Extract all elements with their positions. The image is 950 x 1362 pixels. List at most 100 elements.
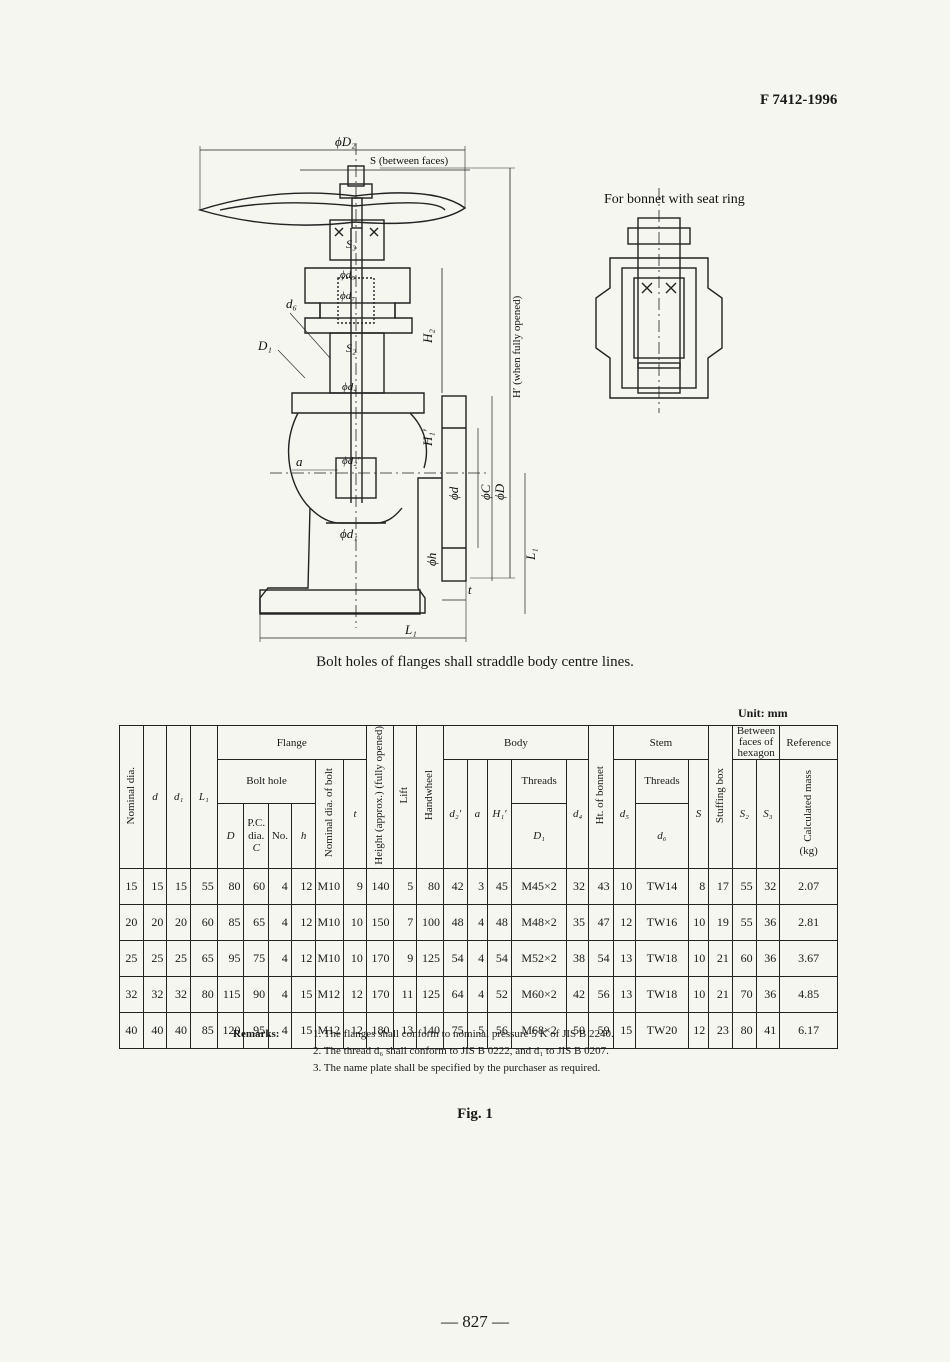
table-cell: 59 [587,1011,614,1049]
header-L1: L₁ [189,725,218,869]
table-cell: 13 [612,975,637,1013]
table-cell: 95 [243,1011,270,1049]
table-cell: 54 [487,939,512,977]
remark-item: 3. The name plate shall be specified by … [313,1062,601,1074]
table-cell: 42 [442,867,468,905]
table-cell: 55 [731,867,757,905]
table-cell: M45×2 [510,867,568,905]
table-cell: 32 [755,867,781,905]
table-cell: 17 [708,867,733,905]
header-ht-bonnet: Ht. of bonnet [587,725,614,869]
table-cell: 25 [142,939,168,977]
table-cell: 47 [587,903,614,941]
header-reference: Reference [779,725,838,760]
table-cell: 12 [343,1011,367,1049]
table-cell: 65 [243,903,270,941]
table-cell: 60 [243,867,270,905]
label-d6: d₆ [286,296,297,311]
document-code: F 7412-1996 [760,92,838,108]
table-cell: 48 [442,903,468,941]
header-H1p: H₁′ [487,759,512,869]
label-phid7: ϕd₇ [340,290,355,302]
table-cell: 10 [343,903,367,941]
table-cell: 80 [216,867,245,905]
table-cell: 70 [731,975,757,1013]
table-cell: 4 [268,1011,292,1049]
header-body-threads: Threads [510,759,568,804]
table-cell: 15 [290,1011,317,1049]
table-cell: 40 [166,1011,191,1049]
label-H2: H₂ [420,329,435,344]
table-cell: 100 [416,903,444,941]
table-cell: 19 [708,903,733,941]
table-cell: 4 [268,903,292,941]
table-cell: 13 [612,939,637,977]
table-cell: 4 [466,939,489,977]
table-cell: 12 [290,867,317,905]
header-height: Height (approx.) (fully opened) [365,725,394,869]
table-cell: 32 [119,975,144,1013]
table-cell: 20 [142,903,168,941]
label-s2: S₂ [346,341,356,355]
table-cell: 60 [731,939,757,977]
table-cell: 10 [687,939,710,977]
header-t: t [343,759,367,869]
label-phid2: ϕd₂′ [342,455,360,467]
table-cell: 125 [416,975,444,1013]
table-cell: 32 [142,975,168,1013]
label-a: a [296,454,303,469]
table-cell: 115 [216,975,245,1013]
table-cell: TW20 [635,1011,689,1049]
table-cell: 75 [442,1011,468,1049]
table-cell: 4 [268,867,292,905]
table-cell: 12 [612,903,637,941]
table-cell: M10 [315,939,345,977]
table-cell: 21 [708,939,733,977]
table-cell: 25 [119,939,144,977]
header-h: h [290,802,317,869]
table-cell: 85 [189,1011,218,1049]
header-D1: D₁ [510,802,568,869]
label-L1-vertical: L₁ [523,548,538,561]
page-number: — 827 — [441,1312,509,1331]
header-stem-threads: Threads [635,759,689,804]
table-cell: 23 [708,1011,733,1049]
table-cell: M60×2 [510,975,568,1013]
table-cell: 2.07 [779,867,838,905]
unit-label: Unit: mm [738,706,788,720]
table-cell: 50 [566,1011,589,1049]
table-cell: TW18 [635,939,689,977]
table-cell: 4 [268,975,292,1013]
table-cell: 6.17 [779,1011,838,1049]
header-no: No. [268,802,292,869]
table-cell: 2.81 [779,903,838,941]
table-cell: 56 [487,1011,512,1049]
table-cell: TW18 [635,975,689,1013]
table-cell: 45 [487,867,512,905]
table-cell: 95 [216,939,245,977]
header-d: d [142,725,168,869]
table-cell: 7 [392,903,418,941]
table-cell: 48 [487,903,512,941]
table-cell: 20 [166,903,191,941]
table-cell: 10 [687,903,710,941]
table-cell: 25 [166,939,191,977]
table-cell: 80 [189,975,218,1013]
table-cell: 41 [755,1011,781,1049]
table-cell: 10 [687,975,710,1013]
table-cell: M12 [315,1011,345,1049]
valve-dimension-table: Nominal dia. d d₁ L₁ Flange Height (appr… [119,725,838,1049]
label-phih: ϕh [424,553,439,566]
table-cell: 4 [268,939,292,977]
table-cell: 90 [243,975,270,1013]
header-calc-mass: Calculated mass (kg) [779,759,838,869]
table-cell: 43 [587,867,614,905]
header-body: Body [442,725,589,760]
table-cell: 125 [416,939,444,977]
header-nominal-dia: Nominal dia. [119,725,144,869]
table-cell: M12 [315,975,345,1013]
remark-item: 2. The thread d₆ shall conform to JIS B … [313,1045,609,1057]
table-cell: 9 [343,867,367,905]
label-L1-horizontal: L₁ [404,622,417,637]
